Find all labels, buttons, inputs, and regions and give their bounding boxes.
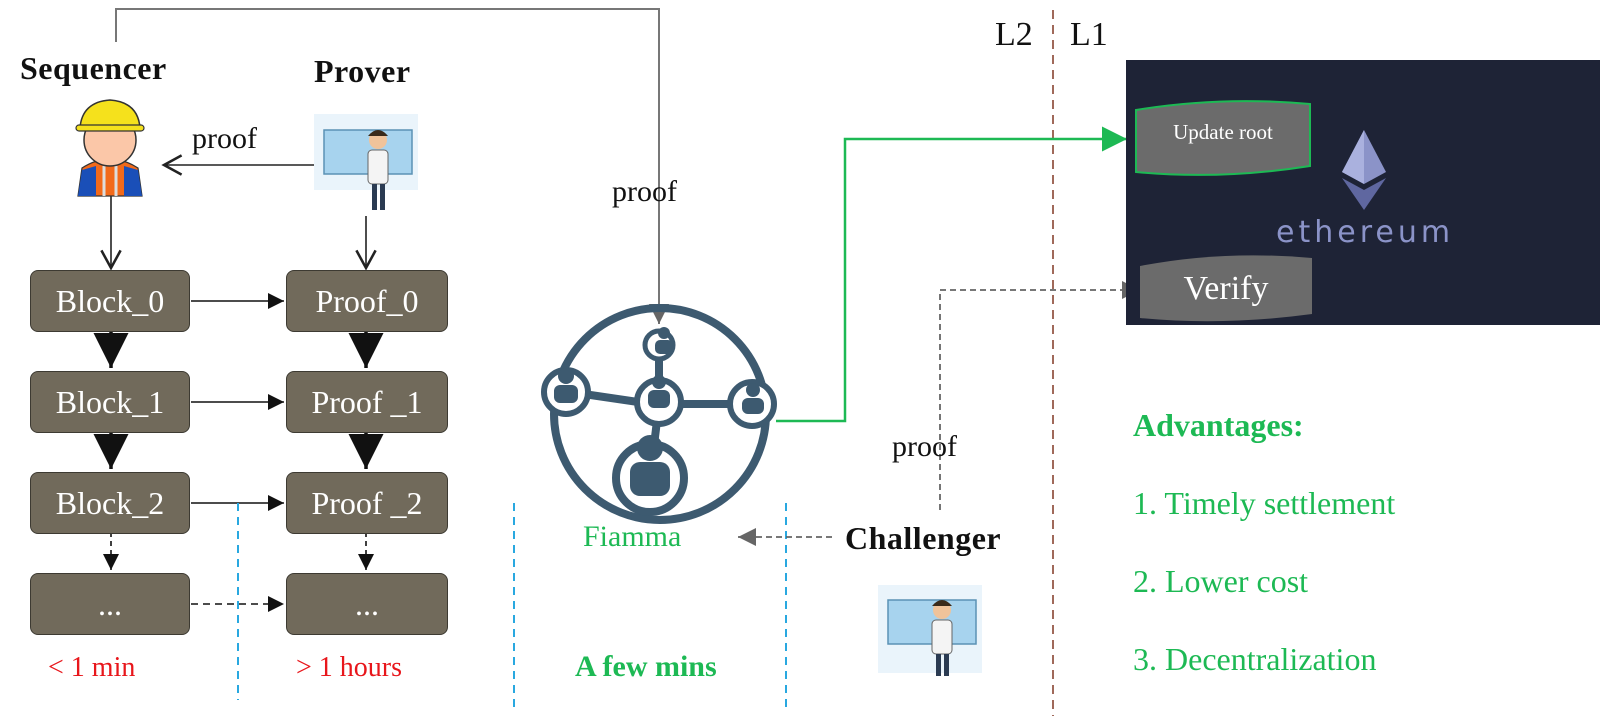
proof-box-0: Proof_0 bbox=[286, 270, 448, 332]
block-box-1: Block_1 bbox=[30, 371, 190, 433]
challenger-to-verify bbox=[939, 281, 1140, 510]
l2-label: L2 bbox=[995, 16, 1033, 53]
timing-fiamma: A few mins bbox=[575, 650, 717, 683]
proof-label-sequencer: proof bbox=[192, 122, 257, 155]
challenger-teacher-icon bbox=[878, 585, 982, 676]
sequencer-label: Sequencer bbox=[20, 50, 167, 86]
prover-teacher-icon bbox=[314, 114, 418, 210]
timing-prover: > 1 hours bbox=[296, 652, 403, 683]
verify-label: Verify bbox=[1183, 270, 1269, 307]
proof-label-top: proof bbox=[612, 175, 677, 208]
proof-box-2: Proof _2 bbox=[286, 472, 448, 534]
verify-shape bbox=[1140, 255, 1312, 322]
challenger-label: Challenger bbox=[845, 520, 1002, 556]
timing-sequencer: < 1 min bbox=[48, 652, 136, 683]
fiamma-people-icons bbox=[554, 327, 764, 496]
proof-box-ellipsis: ... bbox=[286, 573, 448, 635]
update-root-shape bbox=[1135, 100, 1311, 176]
block-box-0: Block_0 bbox=[30, 270, 190, 332]
ethereum-panel: Update root Verify ethereum bbox=[1126, 60, 1600, 325]
block-box-2: Block_2 bbox=[30, 472, 190, 534]
ethereum-panel-shapes bbox=[1135, 100, 1386, 322]
prover-label: Prover bbox=[314, 53, 411, 89]
ethereum-wordmark: ethereum bbox=[1276, 215, 1455, 250]
advantage-item-1: 1. Timely settlement bbox=[1133, 485, 1396, 521]
update-root-label: Update root bbox=[1173, 120, 1273, 144]
proof-box-1: Proof _1 bbox=[286, 371, 448, 433]
l1-label: L1 bbox=[1070, 16, 1108, 53]
fiamma-label: Fiamma bbox=[583, 520, 682, 553]
proof-label-challenger: proof bbox=[892, 430, 957, 463]
advantage-item-3: 3. Decentralization bbox=[1133, 641, 1377, 677]
ethereum-diamond-icon bbox=[1342, 130, 1386, 210]
sequencer-worker-icon bbox=[75, 99, 145, 197]
advantage-item-2: 2. Lower cost bbox=[1133, 563, 1309, 599]
top-proof-route bbox=[115, 8, 669, 324]
block-box-ellipsis: ... bbox=[30, 573, 190, 635]
advantages-title: Advantages: bbox=[1133, 407, 1304, 443]
fiamma-to-update-root bbox=[776, 126, 1127, 423]
